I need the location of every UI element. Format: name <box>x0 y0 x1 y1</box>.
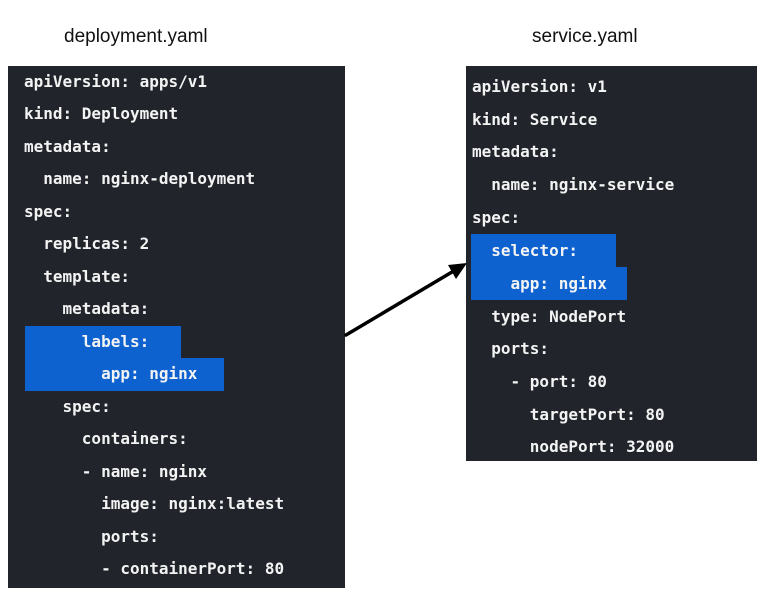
deployment-file-title: deployment.yaml <box>64 26 208 47</box>
code-line: - port: 80 <box>472 372 607 391</box>
code-line: name: nginx-deployment <box>24 169 256 188</box>
code-line: spec: <box>472 208 521 227</box>
code-line: type: NodePort <box>472 307 627 326</box>
code-line: replicas: 2 <box>24 234 150 253</box>
code-line: name: nginx-service <box>472 175 675 194</box>
code-line: kind: Deployment <box>24 104 179 123</box>
code-line: ports: <box>24 527 159 546</box>
code-line: - name: nginx <box>24 462 208 481</box>
code-line: metadata: <box>24 137 111 156</box>
service-file-title: service.yaml <box>532 26 638 47</box>
arrow-head-icon <box>448 263 467 279</box>
arrow-line <box>344 270 454 337</box>
code-line: - containerPort: 80 <box>24 559 285 578</box>
code-line: spec: <box>24 202 73 221</box>
labels-highlight <box>25 326 181 358</box>
service-code-panel: apiVersion: v1 kind: Service metadata: n… <box>466 66 757 461</box>
code-line: metadata: <box>24 299 150 318</box>
code-line: metadata: <box>472 142 559 161</box>
code-line: image: nginx:latest <box>24 494 285 513</box>
labels-highlight <box>25 358 224 391</box>
selector-highlight <box>471 234 616 267</box>
deployment-code-panel: apiVersion: apps/v1 kind: Deployment met… <box>8 66 345 588</box>
code-line: apiVersion: v1 <box>472 77 607 96</box>
code-line: labels: <box>24 332 150 351</box>
code-line: spec: <box>24 397 111 416</box>
code-line: kind: Service <box>472 110 598 129</box>
code-line: containers: <box>24 429 188 448</box>
code-line: ports: <box>472 339 550 358</box>
code-line: apiVersion: apps/v1 <box>24 72 208 91</box>
selector-highlight <box>471 267 627 300</box>
code-line: template: <box>24 267 130 286</box>
code-line: nodePort: 32000 <box>472 437 675 456</box>
code-line: targetPort: 80 <box>472 405 665 424</box>
code-line: app: nginx <box>24 364 198 383</box>
code-line: app: nginx <box>472 274 607 293</box>
code-line: selector: <box>472 241 578 260</box>
